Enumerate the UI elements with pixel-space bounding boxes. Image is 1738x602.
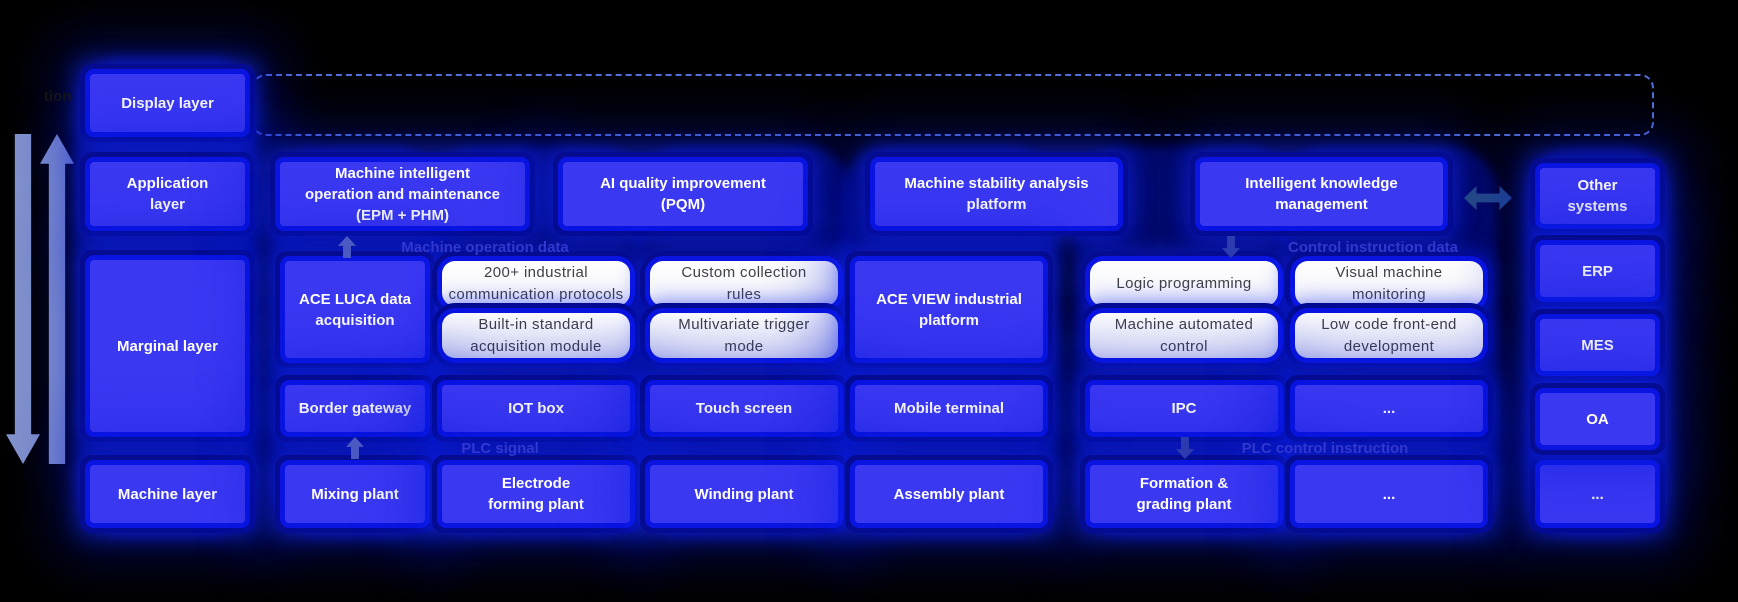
control-instruction-data-label: Control instruction data — [1288, 239, 1458, 256]
plc-signal-label: PLC signal — [461, 440, 539, 457]
box-mobile-terminal: Mobile terminal — [855, 385, 1043, 432]
box-display-layer: Display layer — [90, 74, 245, 132]
box-machine-ellipsis: ... — [1295, 465, 1483, 523]
box-iot-box: IOT box — [442, 385, 630, 432]
plc-control-instruction-label: PLC control instruction — [1241, 440, 1409, 457]
box-low-code-dev: Low code front-end development — [1295, 313, 1483, 358]
box-ace-view: ACE VIEW industrial platform — [855, 261, 1043, 358]
machine-operation-data-label: Machine operation data — [401, 239, 569, 256]
data-flow-up-arrow — [40, 134, 74, 464]
display-layer-dashed-outline — [252, 74, 1654, 136]
box-logic-programming: Logic programming — [1090, 261, 1278, 306]
box-winding-plant: Winding plant — [650, 465, 838, 523]
box-knowledge-management: Intelligent knowledge management — [1200, 162, 1443, 226]
box-machine-layer: Machine layer — [90, 465, 245, 523]
box-oa: OA — [1540, 393, 1655, 445]
box-border-gateway: Border gateway — [285, 385, 425, 432]
box-multivariate-mode: Multivariate trigger mode — [650, 313, 838, 358]
box-touch-screen: Touch screen — [650, 385, 838, 432]
box-ace-luca: ACE LUCA data acquisition — [285, 261, 425, 358]
box-mixing-plant: Mixing plant — [285, 465, 425, 523]
box-ipc: IPC — [1090, 385, 1278, 432]
box-visual-monitoring: Visual machine monitoring — [1295, 261, 1483, 306]
bidirectional-arrow-icon — [1464, 186, 1512, 210]
box-stability-platform: Machine stability analysis platform — [875, 162, 1118, 226]
box-protocols: 200+ industrial communication protocols — [442, 261, 630, 306]
box-formation-grading-plant: Formation & grading plant — [1090, 465, 1278, 523]
box-pqm: AI quality improvement (PQM) — [563, 162, 803, 226]
box-mes: MES — [1540, 319, 1655, 371]
box-right-ellipsis: ... — [1540, 465, 1655, 523]
box-device-ellipsis: ... — [1295, 385, 1483, 432]
box-assembly-plant: Assembly plant — [855, 465, 1043, 523]
box-epm-phm: Machine intelligent operation and mainte… — [280, 162, 525, 226]
box-erp: ERP — [1540, 245, 1655, 297]
box-application-layer: Application layer — [90, 162, 245, 226]
data-flow-down-arrow — [6, 134, 40, 464]
box-machine-automated-control: Machine automated control — [1090, 313, 1278, 358]
side-note-fragment: tion — [44, 88, 72, 105]
box-other-systems: Other systems — [1540, 168, 1655, 224]
box-marginal-layer: Marginal layer — [90, 260, 245, 432]
box-custom-rules: Custom collection rules — [650, 261, 838, 306]
box-builtin-module: Built-in standard acquisition module — [442, 313, 630, 358]
box-electrode-forming-plant: Electrode forming plant — [442, 465, 630, 523]
